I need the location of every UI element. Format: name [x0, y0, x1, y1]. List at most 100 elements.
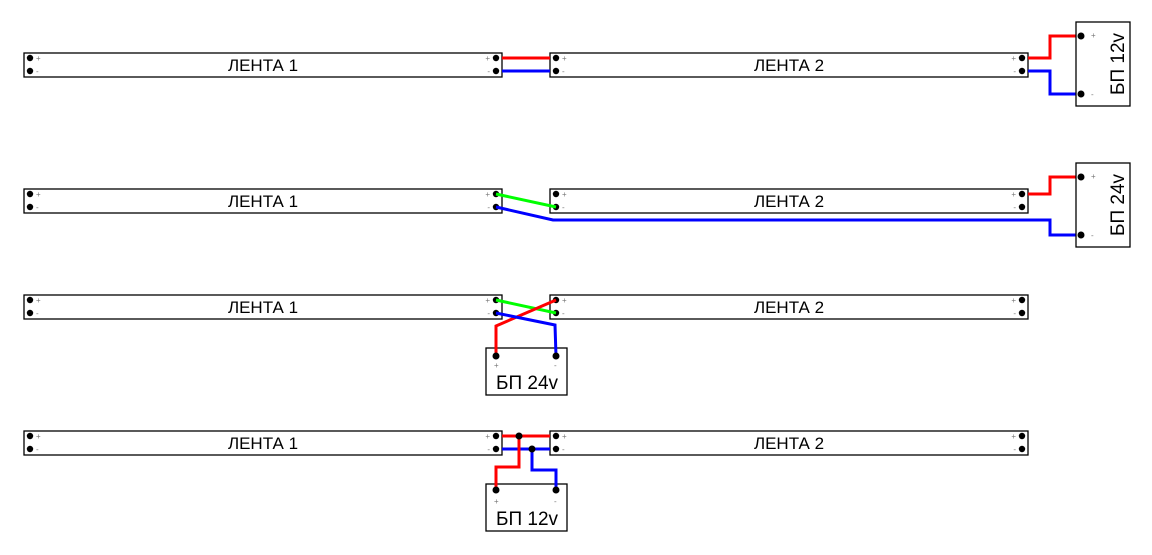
terminal-plus	[552, 190, 560, 198]
strip-1-row-2: ЛЕНТА 1+-+-	[23, 188, 503, 214]
terminal-minus	[492, 67, 500, 75]
terminal-minus	[26, 67, 34, 75]
strip-2-row-3: ЛЕНТА 2+-+-	[549, 294, 1029, 320]
strip-outline	[23, 430, 503, 456]
terminal-plus	[1018, 190, 1026, 198]
plus-sign: +	[562, 54, 567, 63]
strip-outline	[549, 52, 1029, 78]
psu-box	[1075, 162, 1131, 248]
minus-sign: -	[562, 309, 565, 318]
wire-negative	[495, 311, 558, 357]
psu-label: БП 12v	[496, 509, 559, 530]
minus-sign: -	[487, 67, 490, 76]
strip-outline	[549, 294, 1029, 320]
plus-sign: +	[36, 296, 41, 305]
strip-label: ЛЕНТА 1	[228, 434, 298, 453]
terminal-plus	[1018, 54, 1026, 62]
plus-sign: +	[485, 296, 490, 305]
plus-sign: +	[485, 432, 490, 441]
plus-sign: +	[485, 54, 490, 63]
psu-box	[1075, 21, 1131, 107]
minus-sign: -	[36, 67, 39, 76]
plus-sign: +	[1011, 54, 1016, 63]
psu-terminal-plus	[1077, 173, 1085, 181]
minus-sign: -	[1091, 231, 1094, 240]
terminal-minus	[552, 445, 560, 453]
plus-sign: +	[494, 361, 499, 370]
terminal-plus	[492, 54, 500, 62]
plus-sign: +	[562, 296, 567, 305]
strip-label: ЛЕНТА 1	[228, 192, 298, 211]
wire-positive	[494, 298, 557, 356]
strip-outline	[23, 294, 503, 320]
strip-label: ЛЕНТА 1	[228, 56, 298, 75]
minus-sign: -	[554, 497, 557, 506]
psu-terminal-minus	[1077, 90, 1085, 98]
terminal-minus	[1018, 445, 1026, 453]
terminal-plus	[26, 54, 34, 62]
strip-outline	[549, 188, 1029, 214]
minus-sign: -	[36, 309, 39, 318]
minus-sign: -	[487, 203, 490, 212]
strip-1-row-3: ЛЕНТА 1 + - + -	[23, 294, 503, 320]
psu-terminal-minus	[552, 352, 560, 360]
terminal-minus	[552, 67, 560, 75]
minus-sign: -	[36, 445, 39, 454]
junction-dot	[515, 432, 523, 440]
wire-negative	[495, 205, 1081, 237]
plus-sign: +	[1091, 172, 1096, 181]
psu-row-2: + - БП 24v	[1075, 162, 1131, 248]
wire-positive	[494, 436, 521, 490]
terminal-minus	[26, 309, 34, 317]
wire-negative	[1028, 69, 1081, 96]
terminal-plus	[552, 54, 560, 62]
strip-2-row-4: ЛЕНТА 2+-+-	[549, 430, 1029, 456]
plus-sign: +	[1091, 31, 1096, 40]
minus-sign: -	[487, 309, 490, 318]
wire-bridge	[495, 192, 557, 209]
minus-sign: -	[562, 445, 565, 454]
plus-sign: +	[1011, 432, 1016, 441]
plus-sign: +	[36, 54, 41, 63]
terminal-plus	[26, 190, 34, 198]
psu-row-1: + - БП 12v	[1075, 21, 1131, 107]
terminal-plus	[1018, 296, 1026, 304]
terminal-minus	[492, 445, 500, 453]
minus-sign: -	[1013, 309, 1016, 318]
psu-terminal-plus	[1077, 32, 1085, 40]
psu-terminal-minus	[1077, 231, 1085, 239]
terminal-minus	[26, 203, 34, 211]
strip-label: ЛЕНТА 2	[754, 298, 824, 317]
strip-outline	[23, 52, 503, 78]
plus-sign: +	[562, 190, 567, 199]
wire-positive	[1028, 175, 1081, 196]
plus-sign: +	[485, 190, 490, 199]
strip-label: ЛЕНТА 2	[754, 56, 824, 75]
psu-label: БП 12v	[1108, 32, 1129, 95]
psu-label: БП 24v	[496, 373, 559, 394]
strip-label: ЛЕНТА 2	[754, 192, 824, 211]
wire-negative	[530, 449, 558, 490]
plus-sign: +	[494, 497, 499, 506]
minus-sign: -	[487, 445, 490, 454]
minus-sign: -	[562, 67, 565, 76]
wire-bridge	[495, 298, 557, 315]
terminal-plus	[1018, 432, 1026, 440]
minus-sign: -	[1013, 67, 1016, 76]
minus-sign: -	[1091, 90, 1094, 99]
strip-1-row-1: ЛЕНТА 1 + - + -	[23, 52, 503, 78]
strip-label: ЛЕНТА 1	[228, 298, 298, 317]
minus-sign: -	[36, 203, 39, 212]
terminal-plus	[492, 432, 500, 440]
terminal-minus	[1018, 67, 1026, 75]
plus-sign: +	[36, 432, 41, 441]
terminal-plus	[26, 432, 34, 440]
psu-terminal-plus	[492, 486, 500, 494]
junction-dot	[528, 445, 536, 453]
strip-2-row-1: ЛЕНТА 2 + - + -	[549, 52, 1029, 78]
strip-2-row-2: ЛЕНТА 2+-+-	[549, 188, 1029, 214]
terminal-plus	[26, 296, 34, 304]
psu-label: БП 24v	[1108, 173, 1129, 236]
plus-sign: +	[1011, 190, 1016, 199]
